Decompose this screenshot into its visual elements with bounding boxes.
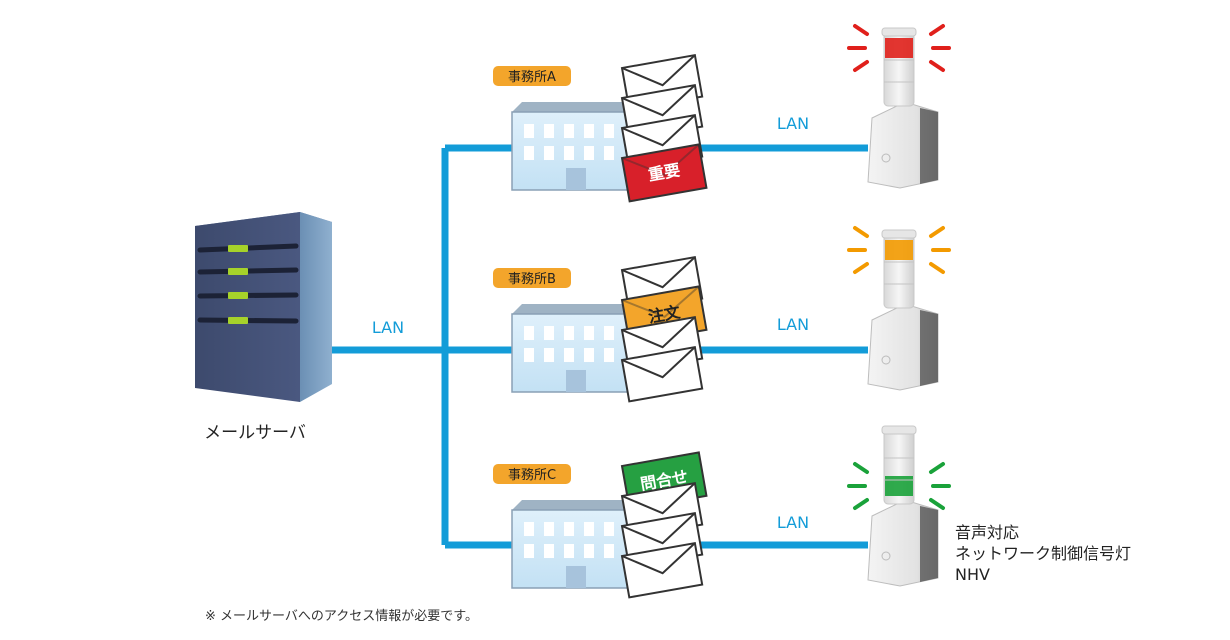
office-group-1: 事務所B 注文 (493, 226, 951, 403)
footnote: ※ メールサーバへのアクセス情報が必要です。 (205, 609, 478, 624)
signal-tower-icon (847, 24, 951, 189)
building-icon (511, 304, 640, 393)
mail-stack: 注文 (620, 255, 708, 403)
lan-label-a: LAN (777, 114, 809, 133)
lan-lines (330, 144, 868, 549)
light-rays (847, 226, 951, 274)
lan-label-c: LAN (777, 513, 809, 532)
lan-label-server: LAN (372, 318, 404, 337)
office-badge-label: 事務所B (508, 272, 556, 287)
mail-stack: 重要 (620, 53, 708, 203)
device-label-line1: 音声対応 (955, 523, 1019, 542)
light-rays (847, 462, 951, 510)
envelope-icon (620, 541, 704, 599)
office-group-2: 事務所C 問合せ (493, 425, 951, 599)
signal-tower-icon (847, 425, 951, 587)
signal-tower-icon (847, 226, 951, 391)
device-label-line2: ネットワーク制御信号灯 (955, 544, 1131, 563)
office-badge: 事務所C (493, 464, 571, 484)
building-icon (511, 500, 640, 589)
office-group-0: 事務所A 重要 (493, 24, 951, 203)
server-label: メールサーバ (204, 423, 306, 443)
mail-stack: 問合せ (620, 451, 708, 599)
envelope-icon (620, 345, 704, 403)
tagged-envelope-icon: 重要 (620, 143, 708, 203)
device-label-line3: NHV (955, 565, 990, 584)
building-icon (511, 102, 640, 191)
light-rays (847, 24, 951, 72)
mail-server-icon (195, 212, 332, 402)
office-badge-label: 事務所C (508, 468, 556, 483)
office-badge: 事務所A (493, 66, 571, 86)
office-badge-label: 事務所A (508, 70, 556, 85)
lan-label-b: LAN (777, 315, 809, 334)
office-badge: 事務所B (493, 268, 571, 288)
